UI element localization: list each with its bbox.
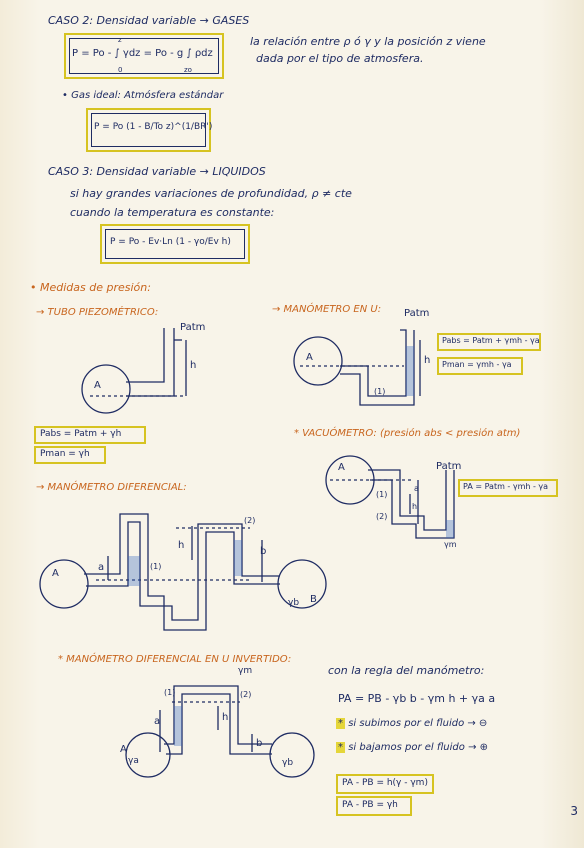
vac-eq: PA = Patm - γmh - γa (463, 482, 549, 491)
dif-a-tank-label: A (52, 568, 59, 579)
mu-eq2-box: Pman = γmh - γa (437, 357, 523, 375)
formula-box-caso3: P = Po - Ev·Ln (1 - γo/Ev h) (100, 224, 250, 264)
bajamos-text: si bajamos por el fluido → ⊕ (348, 742, 489, 753)
inv-a-label: a (154, 716, 161, 727)
caso3-line1: si hay grandes variaciones de profundida… (70, 187, 352, 200)
tubo-title: → TUBO PIEZOMÉTRICO: (36, 307, 159, 318)
mu-a-label: A (306, 352, 313, 363)
inv-h-label: h (222, 712, 229, 723)
dif-b-tank-label: B (310, 594, 317, 605)
gas-ideal-line: • Gas ideal: Atmósfera estándar (62, 90, 224, 101)
inv-1-label: (1) (164, 688, 176, 697)
tubo-eq2: Pman = γh (40, 449, 90, 459)
dif-1-label: (1) (150, 562, 162, 571)
dif-2-label: (2) (244, 516, 256, 525)
dif-a-label: a (98, 562, 105, 573)
formula-box-caso2: P = Po - ∫ γdz = Po - g ∫ ρdz z 0 zo (64, 33, 224, 79)
dif-h-label: h (178, 540, 185, 551)
regla-eq: PA = PB - γb b - γm h + γa a (338, 692, 496, 705)
result2: PA - PB = γh (342, 800, 398, 810)
caso3-title: CASO 3: Densidad variable → LIQUIDOS (48, 165, 266, 178)
vac-1-label: (1) (376, 490, 388, 499)
mu-eq1: Pabs = Patm + γmh - γa (442, 336, 540, 345)
inv-2-label: (2) (240, 690, 252, 699)
caso2-title: CASO 2: Densidad variable → GASES (48, 14, 250, 27)
asterisk-mark-2: * (336, 742, 345, 753)
tubo-eq1-box: Pabs = Patm + γh (34, 426, 146, 444)
tank-a-circle (81, 364, 131, 414)
inv-ga-label: γa (128, 756, 139, 766)
mu-eq2: Pman = γmh - γa (442, 360, 512, 369)
mu-1-label: (1) (374, 387, 386, 396)
caso2-note-1: la relación entre ρ ó γ y la posición z … (250, 35, 486, 48)
invertido-title: * MANÓMETRO DIFERENCIAL EN U INVERTIDO: (58, 654, 292, 665)
tubo-a-label: A (94, 380, 101, 391)
tubo-patm-label: Patm (180, 322, 206, 333)
vac-patm-label: Patm (436, 461, 462, 472)
integral-lower-limit-1: 0 (118, 66, 123, 74)
tubo-h-label: h (190, 360, 197, 371)
inv-gb-label: γb (282, 758, 294, 768)
result1-box: PA - PB = h(γ - γm) (336, 774, 434, 794)
diferencial-title: → MANÓMETRO DIFERENCIAL: (36, 482, 187, 493)
caso2-formula1: P = Po - ∫ γdz = Po - g ∫ ρdz (72, 48, 213, 59)
vacuometro-title: * VACUÓMETRO: (presión abs < presión atm… (294, 428, 520, 439)
mu-h-label: h (424, 355, 431, 366)
manometro-u-title: → MANÓMETRO EN U: (272, 304, 382, 315)
integral-upper-limit: z (118, 36, 122, 44)
caso3-formula: P = Po - Ev·Ln (1 - γo/Ev h) (110, 237, 231, 247)
dif-gb-label: γb (288, 598, 300, 608)
tubo-eq1: Pabs = Patm + γh (40, 429, 122, 439)
vac-2-label: (2) (376, 512, 388, 521)
dif-b-label: b (260, 546, 267, 557)
bajamos-line: * si bajamos por el fluido → ⊕ (336, 742, 488, 753)
subimos-line: * si subimos por el fluido → ⊖ (336, 718, 487, 729)
gas-formula: P = Po (1 - B/To z)^(1/BR') (94, 122, 213, 132)
inv-b-label: b (256, 738, 263, 749)
caso2-note-2: dada por el tipo de atmosfera. (256, 52, 424, 65)
caso3-line2: cuando la temperatura es constante: (70, 206, 275, 219)
tubo-eq2-box: Pman = γh (34, 446, 106, 464)
formula-box-gas: P = Po (1 - B/To z)^(1/BR') (86, 108, 213, 152)
result1: PA - PB = h(γ - γm) (342, 778, 428, 788)
vac-a-tank-label: A (338, 462, 345, 473)
mu-patm-label: Patm (404, 308, 430, 319)
vac-a-label: a (414, 484, 419, 493)
vacuometro-text: * VACUÓMETRO: (presión abs < presión atm… (294, 428, 521, 439)
inv-gm-label: γm (238, 666, 253, 676)
medidas-title: • Medidas de presión: (30, 281, 151, 294)
result2-box: PA - PB = γh (336, 796, 412, 816)
mu-eq1-box: Pabs = Patm + γmh - γa (437, 333, 541, 351)
subimos-text: si subimos por el fluido → ⊖ (348, 718, 488, 729)
asterisk-mark: * (336, 718, 345, 729)
page-number: 3 (570, 804, 578, 818)
vac-h-label: h (412, 502, 418, 511)
vac-eq-box: PA = Patm - γmh - γa (458, 479, 558, 497)
vac-gm-label: γm (444, 540, 457, 549)
inv-a-tank-label: A (120, 744, 127, 755)
regla-title: con la regla del manómetro: (328, 664, 485, 677)
integral-lower-limit-2: zo (184, 66, 192, 74)
